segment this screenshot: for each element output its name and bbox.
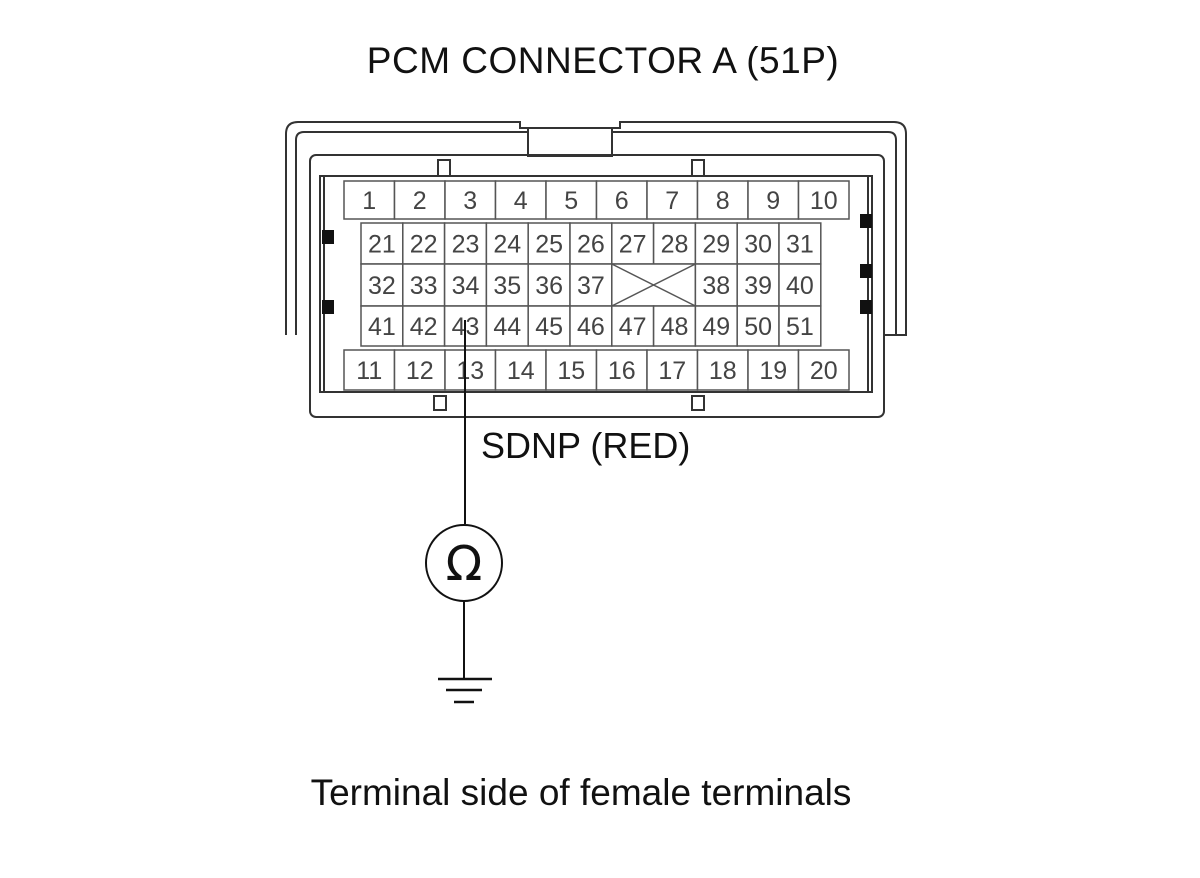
terminal-number: 28 xyxy=(661,231,689,259)
terminal-cell xyxy=(694,222,738,265)
terminal-number: 30 xyxy=(744,231,772,259)
terminal-cell xyxy=(736,305,780,347)
terminal-number: 27 xyxy=(619,231,647,259)
terminal-number: 18 xyxy=(709,357,737,385)
terminal-number: 15 xyxy=(557,357,585,385)
terminal-cell xyxy=(696,349,749,391)
ohm-symbol: Ω xyxy=(446,536,483,592)
terminal-number: 12 xyxy=(406,357,434,385)
terminal-cell xyxy=(485,305,529,347)
side-latches xyxy=(322,214,872,314)
terminal-number: 40 xyxy=(786,272,814,300)
terminal-number: 46 xyxy=(577,313,605,341)
terminal-cell xyxy=(694,305,738,347)
terminal-cell xyxy=(393,349,446,391)
terminal-number: 33 xyxy=(410,272,438,300)
terminal-cell xyxy=(343,349,396,391)
terminal-cell xyxy=(494,180,547,220)
blank-terminal-cross xyxy=(611,263,696,307)
terminal-number: 9 xyxy=(766,187,780,215)
terminal-number: 13 xyxy=(456,357,484,385)
terminal-cell xyxy=(402,222,446,265)
terminal-number: 10 xyxy=(810,187,838,215)
wire-label: SDNP (RED) xyxy=(481,425,691,466)
terminal-number: 6 xyxy=(615,187,629,215)
terminal-number: 19 xyxy=(759,357,787,385)
terminal-number: 14 xyxy=(507,357,535,385)
terminal-number: 20 xyxy=(810,357,838,385)
terminal-cell xyxy=(393,180,446,220)
terminal-number: 8 xyxy=(716,187,730,215)
connector-housing xyxy=(285,121,907,418)
terminal-number: 31 xyxy=(786,231,814,259)
terminal-cell xyxy=(797,180,850,220)
terminal-cell xyxy=(652,305,697,347)
terminal-cell xyxy=(360,263,404,307)
terminal-cell xyxy=(343,180,396,220)
terminal-side-caption: Terminal side of female terminals xyxy=(310,772,852,813)
terminal-cell xyxy=(545,180,598,220)
probe-wiring xyxy=(425,320,503,704)
terminal-number: 35 xyxy=(493,272,521,300)
terminal-number: 1 xyxy=(362,187,376,215)
terminal-number: 4 xyxy=(514,187,528,215)
terminal-cell xyxy=(595,349,648,391)
terminal-number: 34 xyxy=(452,272,480,300)
terminal-number: 49 xyxy=(702,313,730,341)
terminal-number: 21 xyxy=(368,231,396,259)
terminal-number: 45 xyxy=(535,313,563,341)
terminal-cell xyxy=(646,349,699,391)
terminal-number: 26 xyxy=(577,231,605,259)
terminal-number: 44 xyxy=(493,313,521,341)
terminal-cell xyxy=(485,263,529,307)
terminal-number: 50 xyxy=(744,313,772,341)
terminal-number: 16 xyxy=(608,357,636,385)
terminal-number: 5 xyxy=(564,187,578,215)
terminal-cell xyxy=(595,180,648,220)
terminal-number: 25 xyxy=(535,231,563,259)
terminal-number: 51 xyxy=(786,313,814,341)
terminal-number: 41 xyxy=(368,313,396,341)
terminal-number: 7 xyxy=(665,187,679,215)
terminal-number: 23 xyxy=(452,231,480,259)
terminal-number: 39 xyxy=(744,272,772,300)
terminal-cell xyxy=(402,263,446,307)
terminal-number: 47 xyxy=(619,313,647,341)
terminal-cell xyxy=(778,263,822,307)
terminal-number: 36 xyxy=(535,272,563,300)
terminal-number: 24 xyxy=(493,231,521,259)
terminal-number: 17 xyxy=(658,357,686,385)
terminal-cell xyxy=(402,305,446,347)
terminal-number: 37 xyxy=(577,272,605,300)
terminal-cell xyxy=(527,222,571,265)
terminal-cell xyxy=(747,349,800,391)
terminal-number: 48 xyxy=(661,313,689,341)
terminal-cell xyxy=(736,263,780,307)
terminal-number: 3 xyxy=(463,187,477,215)
terminal-number: 38 xyxy=(702,272,730,300)
terminal-cell xyxy=(569,263,613,307)
terminal-cell xyxy=(797,349,850,391)
terminal-cell xyxy=(778,305,822,347)
terminal-number: 2 xyxy=(413,187,427,215)
terminal-cell xyxy=(646,180,699,220)
terminal-cell xyxy=(569,222,613,265)
terminal-cell xyxy=(527,263,571,307)
terminal-number: 22 xyxy=(410,231,438,259)
terminal-cell xyxy=(443,222,488,265)
terminal-cell xyxy=(694,263,738,307)
terminal-cell xyxy=(569,305,613,347)
terminal-number: 32 xyxy=(368,272,396,300)
terminal-number: 29 xyxy=(702,231,730,259)
terminal-number: 42 xyxy=(410,313,438,341)
terminal-number: 11 xyxy=(356,357,382,385)
connector-title: PCM CONNECTOR A (51P) xyxy=(366,40,840,81)
